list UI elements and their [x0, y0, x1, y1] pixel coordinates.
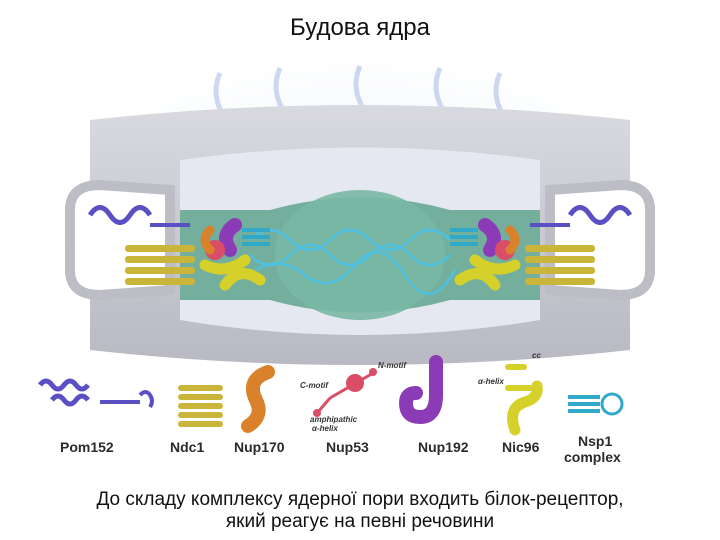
label-nsp1-complex: complex [564, 449, 621, 465]
label-ndc1: Ndc1 [170, 439, 204, 455]
label-nup170: Nup170 [234, 439, 285, 455]
central-mesh [275, 190, 445, 320]
fg-repeat-strands [249, 228, 457, 295]
scaffold-cluster-right [450, 205, 633, 291]
nup53-protein [313, 368, 377, 417]
label-n-motif: N-motif [378, 361, 407, 370]
label-nic96: Nic96 [502, 439, 540, 455]
caption-line-2: який реагує на певні речовини [225, 511, 495, 532]
pom152-protein [38, 378, 154, 409]
scaffold-cluster-left [87, 205, 270, 291]
label-alpha-helix-nup53: α-helix [312, 424, 338, 433]
label-c-motif: C-motif [300, 381, 329, 390]
label-alpha-helix-nic96: α-helix [478, 377, 504, 386]
label-nup192: Nup192 [418, 439, 469, 455]
label-nup53: Nup53 [326, 439, 369, 455]
cytoplasmic-filaments [213, 64, 507, 147]
nup170-protein [241, 365, 275, 433]
label-nsp1: Nsp1 [578, 433, 612, 449]
nup192-protein [398, 355, 443, 425]
page-title: Будова ядра [290, 14, 430, 41]
label-pom152: Pom152 [60, 439, 114, 455]
label-cc: cc [532, 351, 541, 360]
nuclear-pore-diagram: Pom152 Ndc1 Nup170 N-motif C-motif amphi… [38, 64, 660, 465]
label-amphipathic: amphipathic [310, 415, 358, 424]
nsp1-complex [568, 392, 624, 416]
caption-line-1: До складу комплексу ядерної пори входить… [96, 489, 624, 510]
ndc1-protein [178, 385, 223, 427]
caption: До складу комплексу ядерної пори входить… [20, 489, 700, 533]
nic96-protein [505, 364, 543, 436]
